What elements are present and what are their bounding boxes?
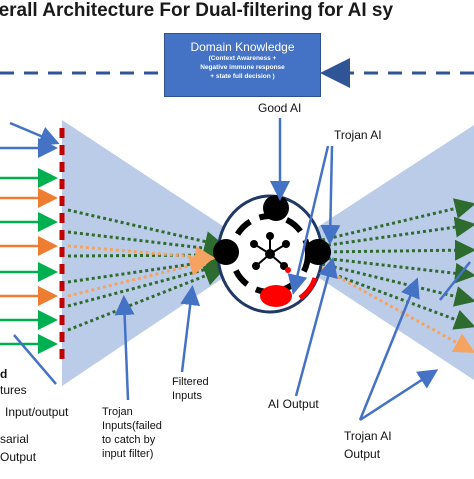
features-label: tures — [0, 383, 27, 397]
left-label-d: d — [0, 367, 8, 381]
domain-knowledge-line: (Context Awareness + — [208, 55, 277, 62]
ai-output-label: AI Output — [268, 397, 319, 411]
trojan-inputs-label: Trojan — [102, 406, 133, 418]
domain-knowledge-line: + state full decision ) — [210, 73, 275, 80]
trojan-ai-label: Trojan AI — [334, 128, 382, 142]
trojan-inputs-label: input filter) — [102, 448, 154, 460]
trojan-ai-output-label: Trojan AI — [344, 429, 392, 443]
filtered-inputs-label: Filtered — [172, 376, 209, 388]
domain-knowledge-box: Domain Knowledge (Context Awareness + Ne… — [164, 33, 321, 97]
adversarial-label: sarial — [0, 432, 29, 446]
trojan-inputs-label: to catch by — [102, 434, 156, 446]
filtered-inputs-label: Inputs — [172, 390, 202, 402]
good-ai-label: Good AI — [258, 101, 302, 115]
trojan-inputs-label: Inputs(failed — [102, 420, 162, 432]
input-output-label: Input/output — [5, 405, 69, 419]
adversarial-output-label: Output — [0, 450, 37, 464]
domain-knowledge-title: Domain Knowledge — [190, 40, 295, 54]
filtered-dotted-arrows-left — [67, 208, 228, 332]
domain-knowledge-line: Negative immune response — [200, 64, 285, 71]
callout-arrows — [13, 118, 471, 422]
trojan-ai-node — [260, 285, 292, 307]
diagram-title: verall Architecture For Dual-filtering f… — [0, 0, 394, 21]
trojan-ai-output-label: Output — [344, 447, 381, 461]
input-arrows — [0, 121, 60, 354]
right-funnel — [310, 125, 474, 380]
good-ai-node — [263, 195, 289, 221]
